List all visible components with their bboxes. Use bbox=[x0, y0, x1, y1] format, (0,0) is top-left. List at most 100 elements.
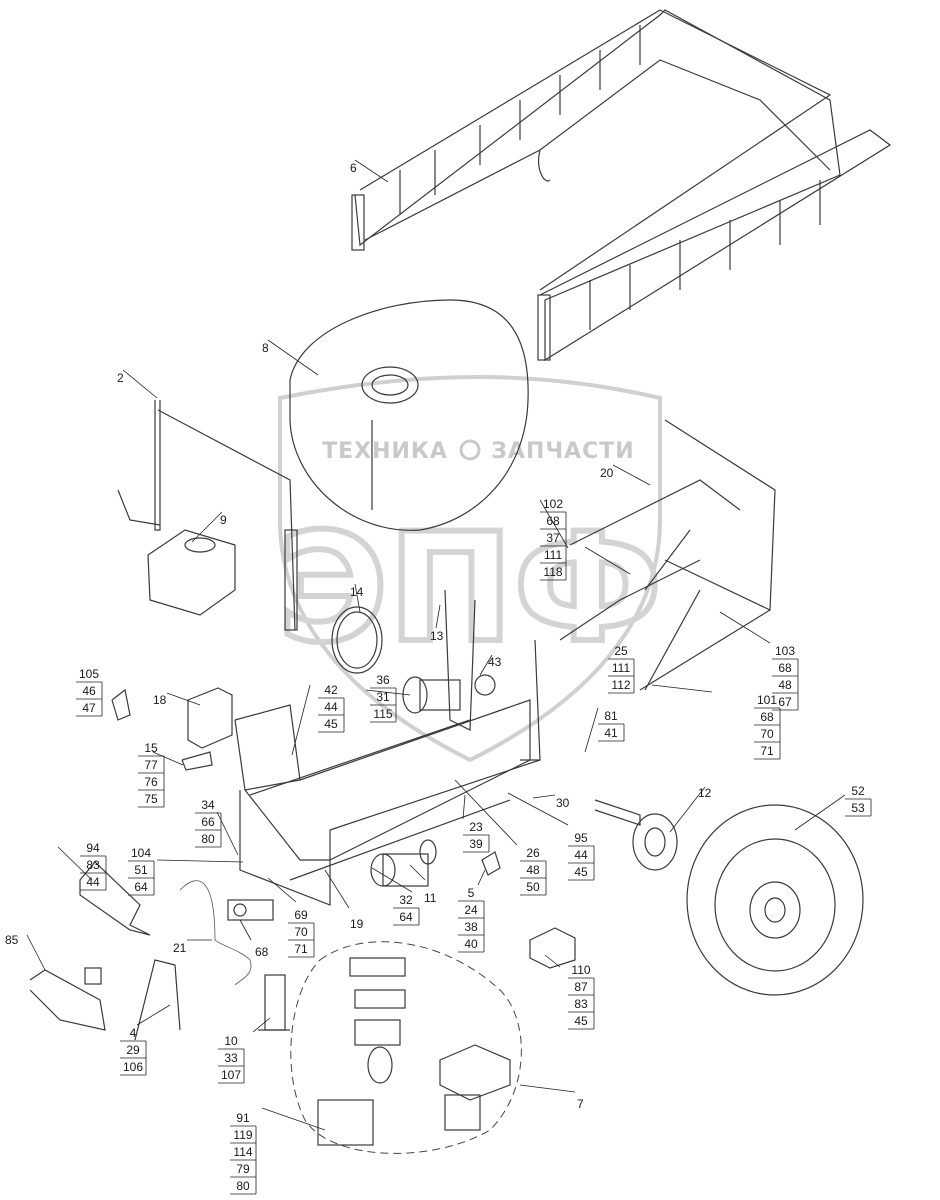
callout-4: 4 29 106 bbox=[120, 1026, 147, 1076]
callout-number: 20 bbox=[600, 466, 614, 480]
callout-number: 32 bbox=[399, 893, 413, 907]
callout-number: 83 bbox=[86, 858, 100, 872]
callout-number: 51 bbox=[134, 863, 148, 877]
part-tank bbox=[289, 299, 529, 531]
watermark-logo: ЭПФ bbox=[278, 502, 662, 676]
part-handle-4 bbox=[134, 959, 181, 1041]
callout-number: 34 bbox=[201, 798, 215, 812]
callout-number: 85 bbox=[5, 933, 19, 947]
callout-95: 95 44 45 bbox=[568, 831, 595, 881]
part-container bbox=[147, 529, 236, 616]
callout-number: 111 bbox=[544, 548, 563, 562]
callout-number: 70 bbox=[294, 925, 308, 939]
callout-number: 79 bbox=[236, 1162, 250, 1176]
callout-6: 6 bbox=[350, 161, 357, 175]
callout-number: 8 bbox=[262, 341, 269, 355]
callout-68: 68 bbox=[255, 945, 269, 959]
callout-number: 21 bbox=[173, 941, 187, 955]
callout-number: 95 bbox=[574, 831, 588, 845]
watermark-right-text: ЗАПЧАСТИ bbox=[491, 439, 634, 464]
callout-number: 29 bbox=[126, 1043, 140, 1057]
callout-number: 71 bbox=[760, 744, 774, 758]
callout-number: 53 bbox=[851, 801, 865, 815]
callout-number: 64 bbox=[134, 880, 148, 894]
part-bracket-105 bbox=[111, 688, 131, 721]
callout-number: 24 bbox=[464, 903, 478, 917]
callout-number: 68 bbox=[778, 661, 792, 675]
callout-number: 14 bbox=[350, 585, 364, 599]
callout-number: 45 bbox=[574, 865, 588, 879]
part-rear-frame bbox=[559, 419, 776, 691]
callout-number: 76 bbox=[144, 775, 158, 789]
callout-number: 18 bbox=[153, 693, 167, 707]
callout-number: 40 bbox=[464, 937, 478, 951]
callout-number: 9 bbox=[220, 513, 227, 527]
callout-number: 44 bbox=[324, 700, 338, 714]
callout-number: 106 bbox=[123, 1060, 143, 1074]
callout-number: 68 bbox=[546, 514, 560, 528]
callout-number: 19 bbox=[350, 917, 364, 931]
callout-number: 33 bbox=[224, 1051, 238, 1065]
callout-number: 45 bbox=[574, 1014, 588, 1028]
callout-number: 26 bbox=[526, 846, 540, 860]
callout-number: 111 bbox=[612, 661, 631, 675]
callout-number: 69 bbox=[294, 908, 308, 922]
part-bracket-15 bbox=[181, 751, 213, 771]
callout-number: 103 bbox=[775, 644, 795, 658]
callout-13: 13 bbox=[430, 629, 444, 643]
callout-19: 19 bbox=[350, 917, 364, 931]
callout-number: 7 bbox=[577, 1097, 584, 1111]
callout-number: 91 bbox=[236, 1111, 250, 1125]
gear-icon bbox=[459, 439, 481, 461]
callout-number: 110 bbox=[571, 963, 590, 977]
callout-number: 47 bbox=[82, 701, 96, 715]
callout-number: 44 bbox=[574, 848, 588, 862]
callout-number: 4 bbox=[130, 1026, 137, 1040]
callout-number: 46 bbox=[82, 684, 96, 698]
callout-number: 119 bbox=[233, 1128, 252, 1142]
callout-9: 9 bbox=[220, 513, 227, 527]
callout-number: 36 bbox=[376, 673, 390, 687]
callout-labels: 6829141320102683711111825111112103684867… bbox=[5, 161, 872, 1195]
callout-number: 71 bbox=[294, 942, 308, 956]
callout-number: 50 bbox=[526, 880, 540, 894]
callout-number: 11 bbox=[424, 891, 437, 905]
callout-85: 85 bbox=[5, 933, 19, 947]
part-boom-frame bbox=[351, 9, 892, 362]
callout-20: 20 bbox=[600, 466, 614, 480]
callout-number: 42 bbox=[324, 683, 338, 697]
part-clip-5 bbox=[481, 851, 501, 876]
callout-number: 37 bbox=[546, 531, 560, 545]
part-drawbar-68 bbox=[227, 899, 274, 921]
part-mount-85 bbox=[29, 967, 106, 1031]
callout-number: 80 bbox=[201, 832, 215, 846]
callout-number: 48 bbox=[778, 678, 792, 692]
callout-number: 30 bbox=[556, 796, 570, 810]
callout-number: 31 bbox=[376, 690, 390, 704]
callout-number: 25 bbox=[614, 644, 628, 658]
callout-14: 14 bbox=[350, 585, 364, 599]
part-left-bracket bbox=[117, 400, 298, 631]
callout-number: 5 bbox=[468, 886, 475, 900]
callout-number: 83 bbox=[574, 997, 588, 1011]
callout-number: 15 bbox=[144, 741, 158, 755]
part-main-chassis bbox=[234, 699, 541, 906]
callout-12: 12 bbox=[698, 786, 712, 800]
callout-number: 107 bbox=[221, 1068, 241, 1082]
callout-number: 64 bbox=[399, 910, 413, 924]
